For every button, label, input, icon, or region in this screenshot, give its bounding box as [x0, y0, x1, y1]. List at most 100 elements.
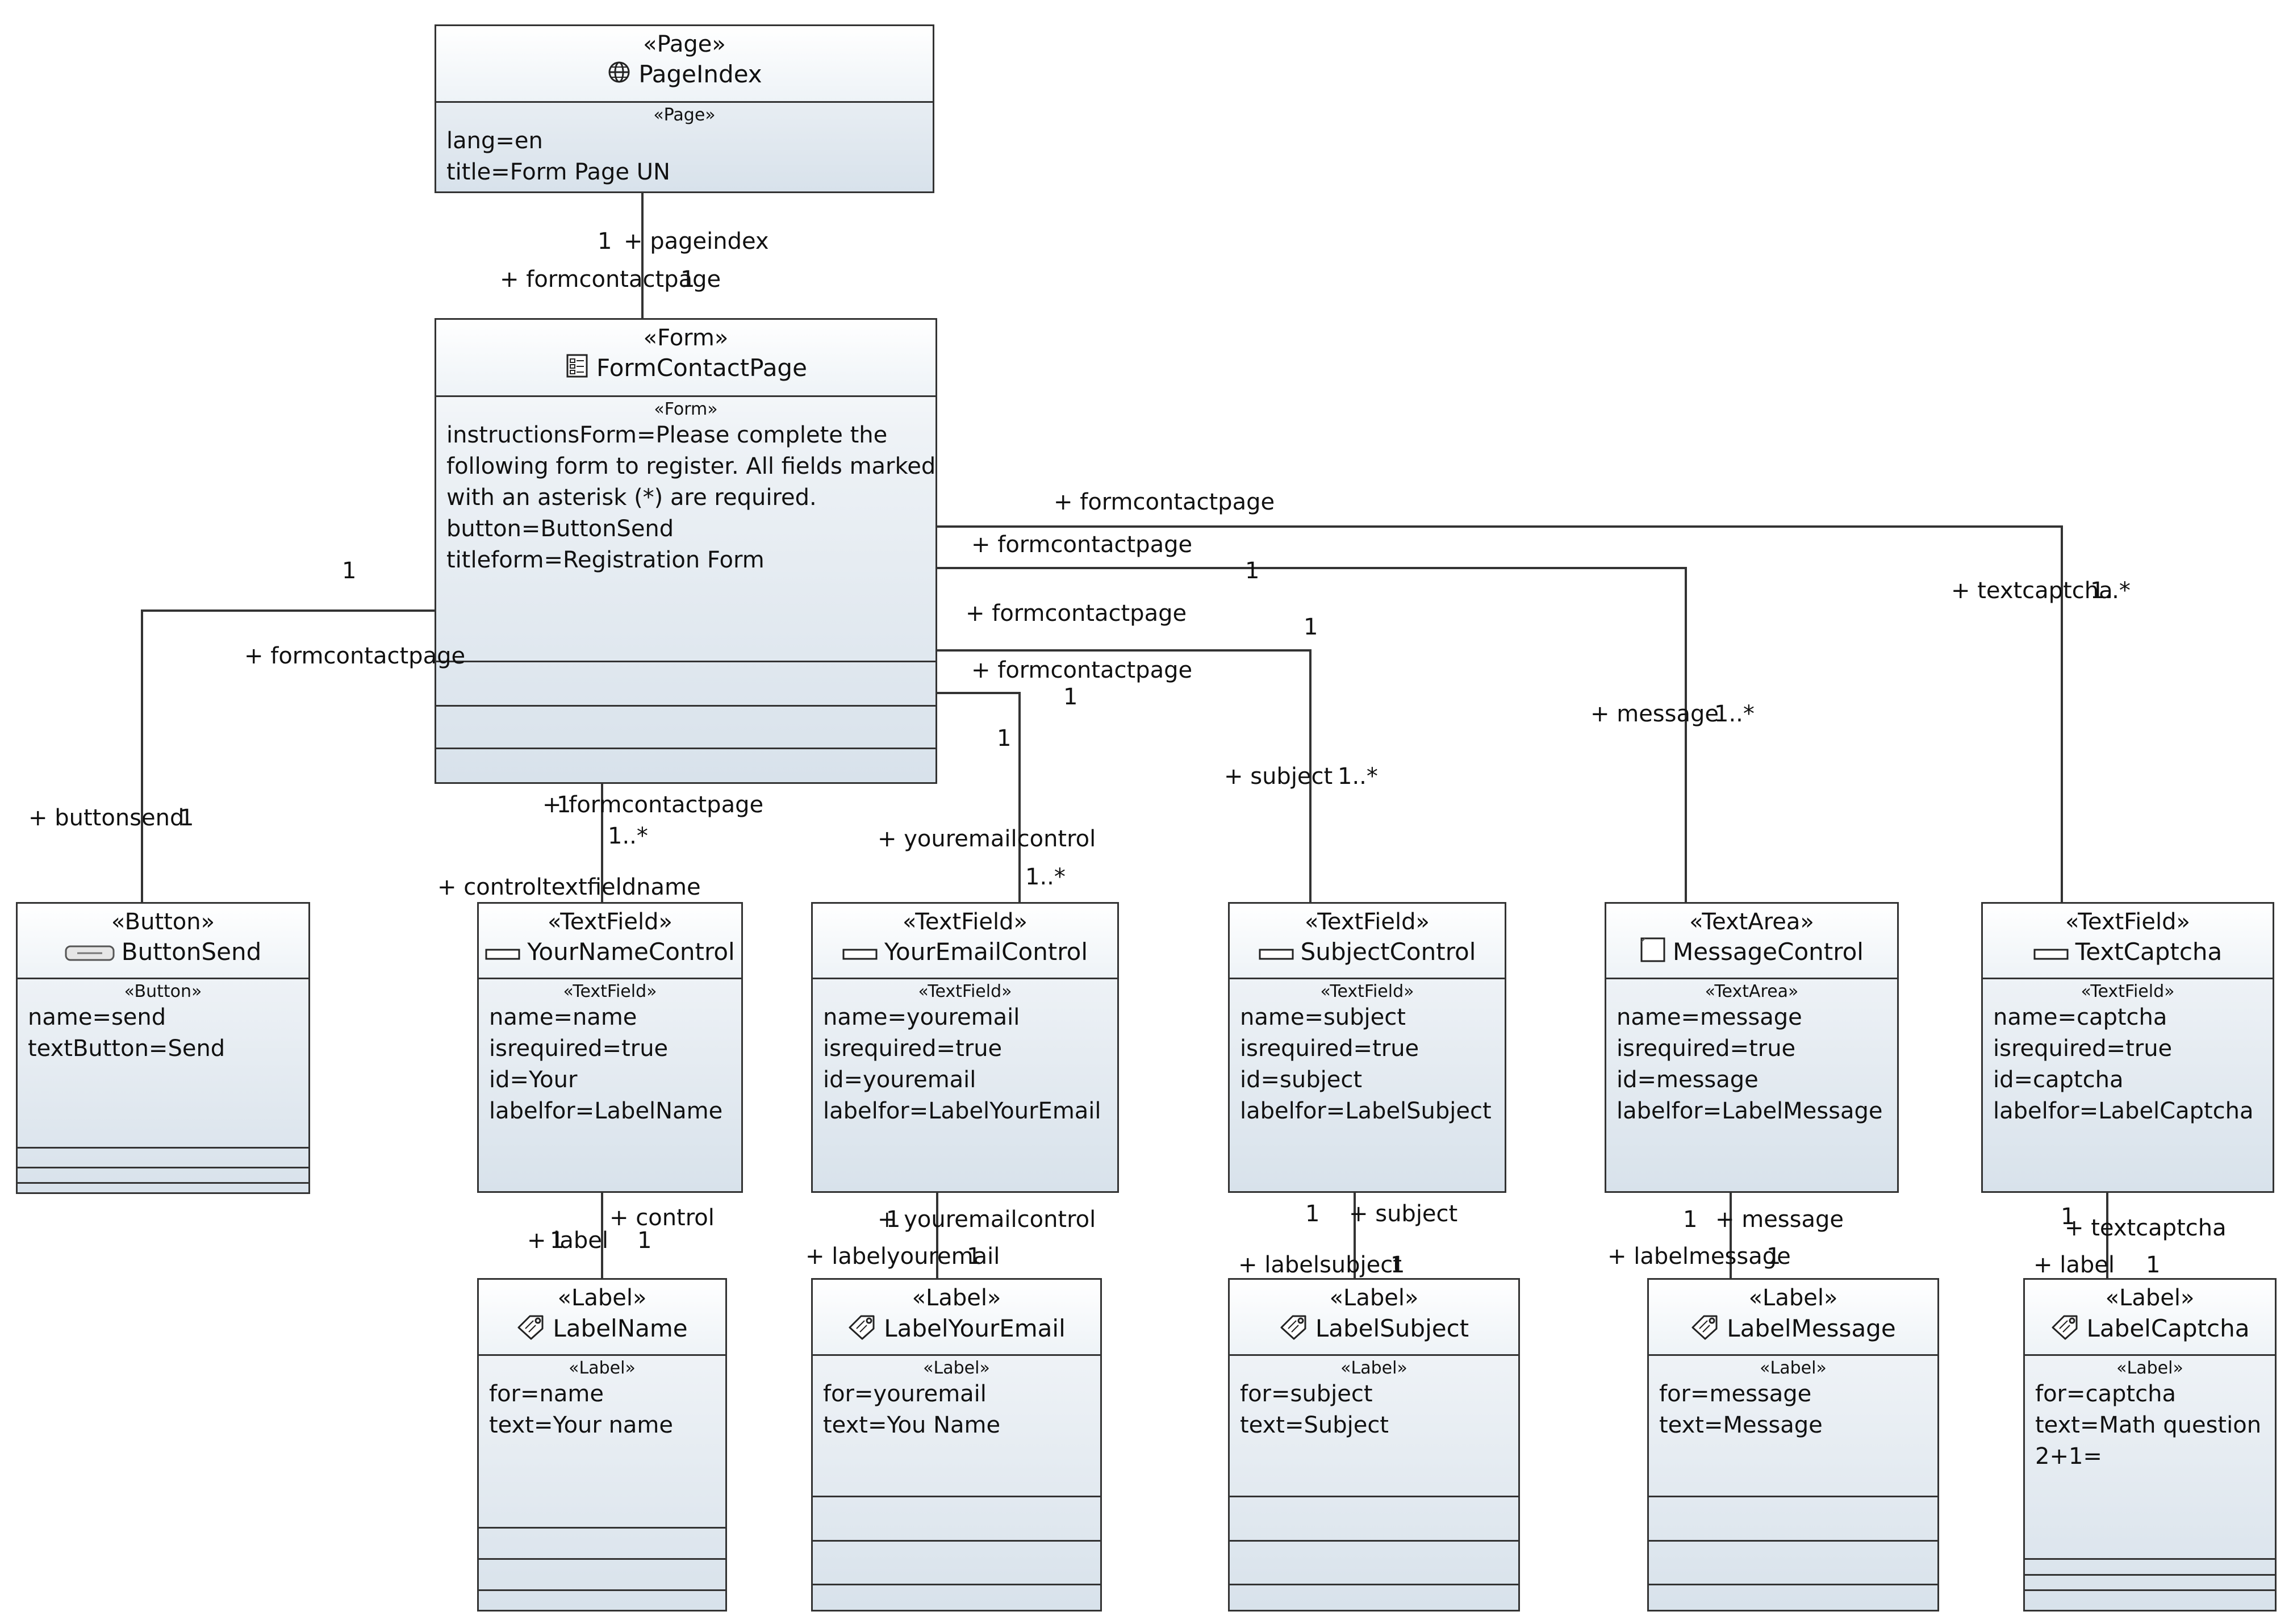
- empty-compartment: [2025, 1574, 2275, 1576]
- attribute-stereotype: «Label»: [569, 1358, 636, 1378]
- attribute-compartment: «TextField» name=name isrequired=true id…: [479, 979, 741, 1127]
- attribute-stereotype: «TextField»: [1320, 982, 1414, 1001]
- empty-compartment: [813, 1584, 1100, 1585]
- class-name: MessageControl: [1606, 937, 1897, 970]
- multiplicity-label: 1: [1063, 684, 1078, 710]
- stereotype-label: «Label»: [557, 1285, 647, 1311]
- multiplicity-label: 1: [1766, 1243, 1781, 1270]
- textfield-icon: [485, 938, 520, 969]
- multiplicity-label: 1..*: [1338, 763, 1378, 790]
- role-label: + control: [609, 1205, 715, 1231]
- attribute-compartment: «Button» name=send textButton=Send: [18, 979, 308, 1064]
- class-labelyouremail[interactable]: «Label» LabelYourEmail «Label» for=youre…: [811, 1278, 1102, 1612]
- attribute-compartment: «Label» for=name text=Your name: [479, 1356, 725, 1441]
- stereotype-label: «TextField»: [903, 909, 1028, 935]
- attribute: for=youremail: [823, 1381, 987, 1407]
- stereotype-label: «TextField»: [1305, 909, 1430, 935]
- multiplicity-label: 1: [1304, 614, 1318, 640]
- multiplicity-label: 1: [342, 558, 357, 584]
- role-label: + pageindex: [624, 228, 769, 254]
- stereotype-label: «Page»: [643, 31, 726, 57]
- class-labelname[interactable]: «Label» LabelName «Label» for=name text=…: [477, 1278, 727, 1612]
- attribute: isrequired=true: [489, 1036, 669, 1062]
- multiplicity-label: 1: [557, 792, 571, 818]
- class-messagecontrol[interactable]: «TextArea» MessageControl «TextArea» nam…: [1605, 902, 1899, 1193]
- role-label: + buttonsend: [28, 805, 185, 831]
- class-subjectcontrol[interactable]: «TextField» SubjectControl «TextField» n…: [1228, 902, 1506, 1193]
- class-youremailcontrol[interactable]: «TextField» YourEmailControl «TextField»…: [811, 902, 1119, 1193]
- attribute: text=Math question: [2035, 1412, 2262, 1438]
- class-textcaptcha[interactable]: «TextField» TextCaptcha «TextField» name…: [1981, 902, 2274, 1193]
- attribute: isrequired=true: [1240, 1036, 1419, 1062]
- class-name: FormContactPage: [436, 353, 935, 386]
- class-header: «Label» LabelName: [479, 1280, 725, 1356]
- tag-icon: [2050, 1313, 2080, 1347]
- stereotype-label: «TextField»: [548, 909, 673, 935]
- role-label: + controltextfieldname: [437, 874, 701, 900]
- attribute: isrequired=true: [823, 1036, 1003, 1062]
- class-name: TextCaptcha: [1983, 937, 2273, 969]
- class-labelmessage[interactable]: «Label» LabelMessage «Label» for=message…: [1647, 1278, 1939, 1612]
- class-header: «Button» ButtonSend: [18, 904, 308, 979]
- stereotype-label: «Label»: [1329, 1285, 1419, 1311]
- attribute: id=Your: [489, 1067, 578, 1093]
- operations-compartment: [1230, 1496, 1518, 1497]
- class-name: PageIndex: [436, 59, 933, 92]
- attribute: name=youremail: [823, 1004, 1020, 1030]
- role-label: + formcontactpage: [542, 792, 764, 818]
- link-form-messagecontrol: [937, 567, 1687, 902]
- empty-compartment: [436, 705, 935, 707]
- attribute: isrequired=true: [1617, 1036, 1796, 1062]
- stereotype-label: «Button»: [111, 909, 215, 935]
- operations-compartment: [2025, 1558, 2275, 1560]
- attribute-compartment: «Form» instructionsForm=Please complete …: [436, 397, 935, 576]
- attribute-stereotype: «Page»: [653, 105, 716, 125]
- class-labelsubject[interactable]: «Label» LabelSubject «Label» for=subject…: [1228, 1278, 1520, 1612]
- operations-compartment: [813, 1496, 1100, 1497]
- attribute-compartment: «Label» for=youremail text=You Name: [813, 1356, 1100, 1441]
- class-pageindex[interactable]: «Page» PageIndex «Page» lang=en title=Fo…: [435, 24, 934, 193]
- attribute: id=subject: [1240, 1067, 1362, 1093]
- multiplicity-label: 1: [680, 266, 695, 293]
- stereotype-label: «Label»: [912, 1285, 1001, 1311]
- class-name: YourEmailControl: [813, 937, 1117, 969]
- class-name: ButtonSend: [18, 937, 308, 969]
- multiplicity-label: 1..*: [1025, 864, 1066, 890]
- globe-icon: [607, 60, 632, 92]
- attribute-stereotype: «Button»: [124, 982, 202, 1001]
- class-name: LabelName: [479, 1313, 725, 1347]
- tag-icon: [1279, 1313, 1309, 1347]
- class-buttonsend[interactable]: «Button» ButtonSend «Button» name=send t…: [16, 902, 310, 1194]
- role-label: + formcontactpage: [966, 600, 1187, 627]
- role-label: + subject: [1224, 763, 1333, 790]
- attribute: text=You Name: [823, 1412, 1001, 1438]
- role-label: + formcontactpage: [971, 657, 1193, 683]
- attribute: instructionsForm=Please complete the: [446, 422, 888, 448]
- attribute-stereotype: «Label»: [1340, 1358, 1407, 1378]
- attribute: name=captcha: [1993, 1004, 2167, 1030]
- attribute: button=ButtonSend: [446, 516, 674, 542]
- attribute: labelfor=LabelYourEmail: [823, 1098, 1101, 1124]
- class-formcontactpage[interactable]: «Form» FormContactPage «Form» instructio…: [435, 318, 937, 784]
- operations-compartment: [1649, 1496, 1937, 1497]
- empty-compartment: [479, 1558, 725, 1560]
- attribute-compartment: «Label» for=message text=Message: [1649, 1356, 1937, 1441]
- multiplicity-label: 1: [2146, 1252, 2161, 1278]
- class-header: «Page» PageIndex: [436, 26, 933, 103]
- role-label: + formcontactpage: [1054, 489, 1275, 515]
- operations-compartment: [18, 1147, 308, 1149]
- empty-compartment: [18, 1182, 308, 1184]
- attribute: labelfor=LabelMessage: [1617, 1098, 1883, 1124]
- role-label: + labelyouremail: [805, 1243, 1000, 1270]
- attribute-compartment: «Page» lang=en title=Form Page UN: [436, 103, 933, 188]
- attribute: labelfor=LabelCaptcha: [1993, 1098, 2254, 1124]
- multiplicity-label: 1: [967, 1243, 981, 1270]
- attribute-compartment: «TextArea» name=message isrequired=true …: [1606, 979, 1897, 1127]
- tag-icon: [516, 1313, 546, 1347]
- attribute: 2+1=: [2035, 1443, 2102, 1469]
- class-yournamecontrol[interactable]: «TextField» YourNameControl «TextField» …: [477, 902, 743, 1193]
- class-labelcaptcha[interactable]: «Label» LabelCaptcha «Label» for=captcha…: [2023, 1278, 2277, 1612]
- attribute: text=Message: [1659, 1412, 1823, 1438]
- stereotype-label: «Label»: [2105, 1285, 2195, 1311]
